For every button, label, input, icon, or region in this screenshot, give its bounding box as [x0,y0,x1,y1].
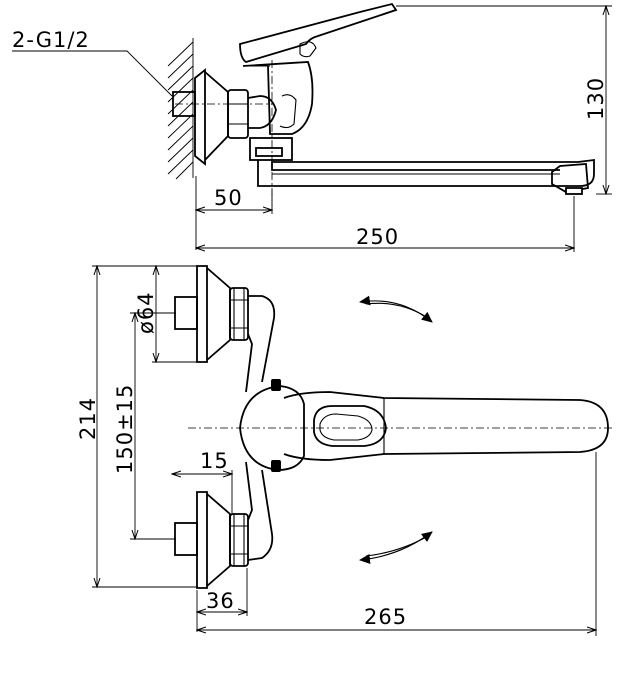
lower-inlet [174,491,249,589]
hex-nut [227,89,249,139]
dim-265-label: 265 [364,605,407,629]
thread-leader [12,50,173,97]
lower-hex-nut [229,513,249,567]
upper-inlet [174,265,249,363]
thread-label: 2-G1/2 [12,28,90,52]
upper-hex-nut [229,287,249,341]
dim-50-label: 50 [214,186,243,210]
rotation-arrow-bottom [359,531,433,564]
dim-36-label: 36 [206,589,235,613]
wall-flange [194,68,206,166]
side-view: 2-G1/2 130 [12,2,612,252]
dim-130-label: 130 [584,77,608,120]
aerator [551,163,589,193]
wall-hatching [167,38,194,180]
rotation-arrow-top [359,295,433,323]
mixer-body [245,295,276,561]
dim-15-label: 15 [200,449,229,473]
front-view: 214 150±15 ø64 15 36 265 [76,266,612,636]
dim-64-label: ø64 [134,291,158,334]
lever-handle [239,2,398,63]
upper-pipe [174,296,198,330]
dim-150-label: 150±15 [113,384,137,474]
dim-250-label: 250 [356,225,399,249]
faucet-body [242,61,314,135]
lower-pipe [174,522,198,556]
center-hub [239,385,305,471]
dim-214-label: 214 [76,397,100,440]
spout-arm [257,158,595,187]
front-lever-handle [283,391,609,461]
spout-base [249,137,293,161]
